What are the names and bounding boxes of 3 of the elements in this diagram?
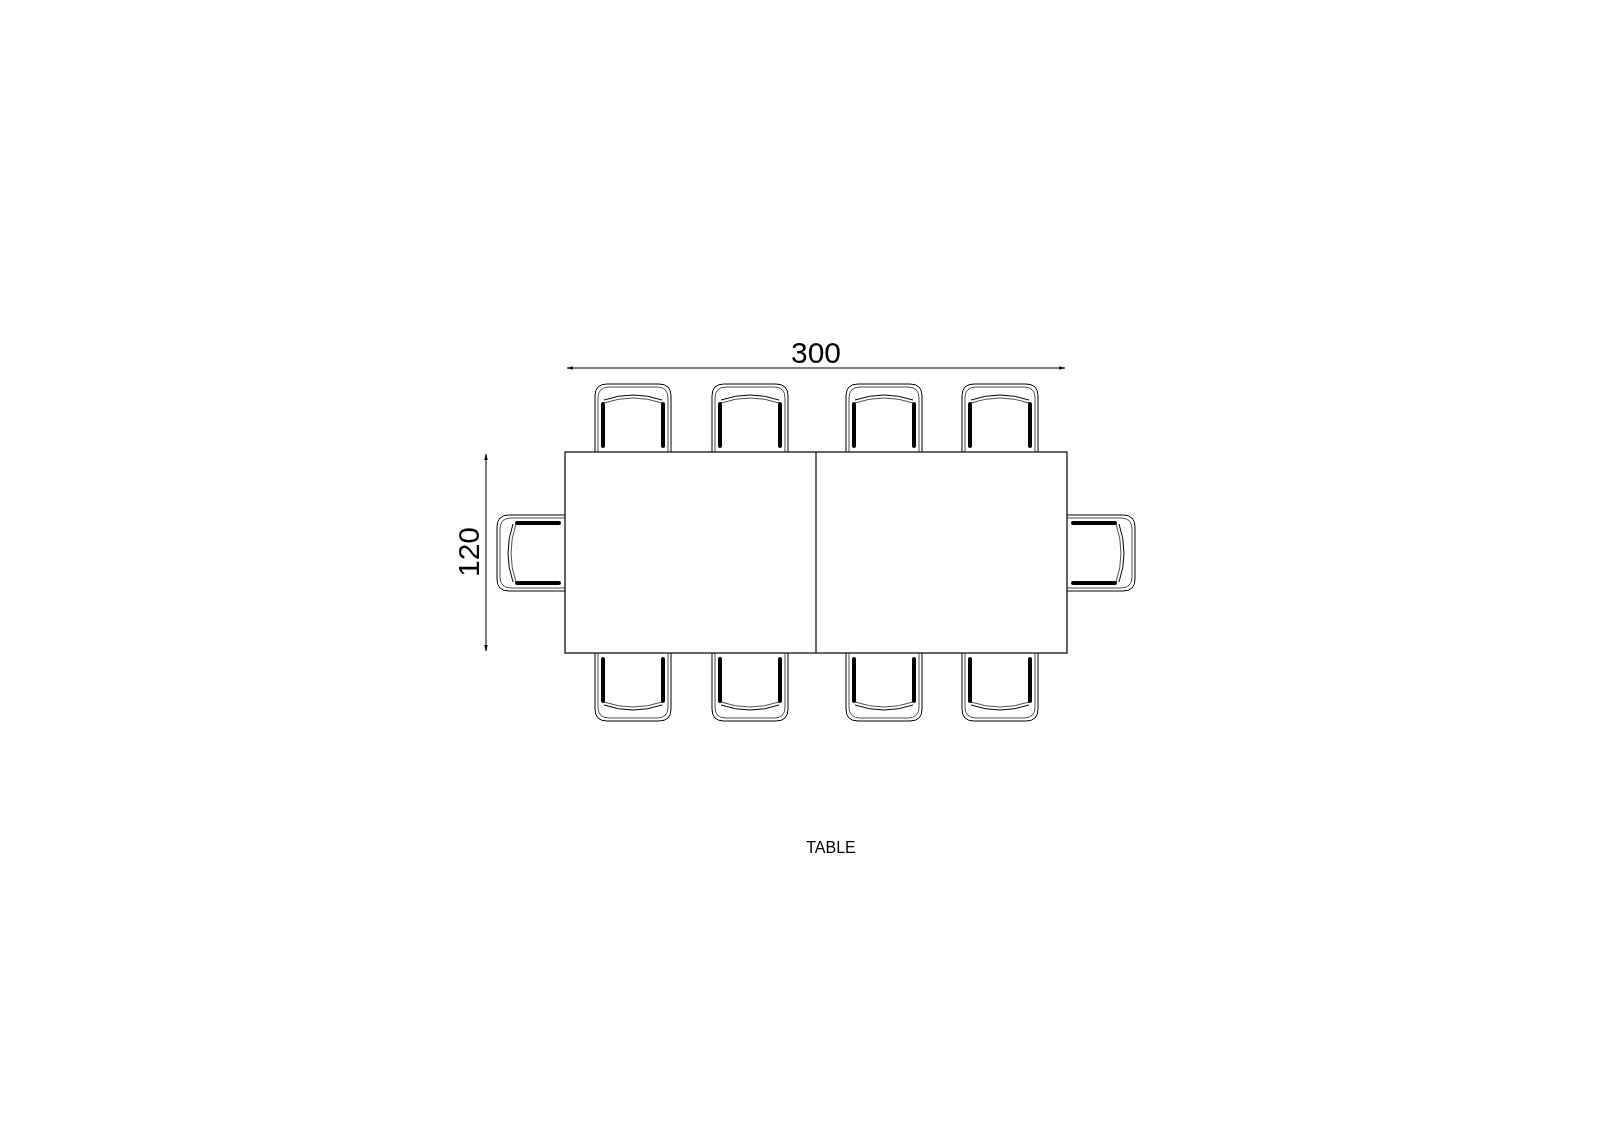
- dimension-label: 300: [790, 338, 842, 368]
- dimension-label: 120: [454, 526, 484, 578]
- caption: TABLE: [806, 840, 856, 856]
